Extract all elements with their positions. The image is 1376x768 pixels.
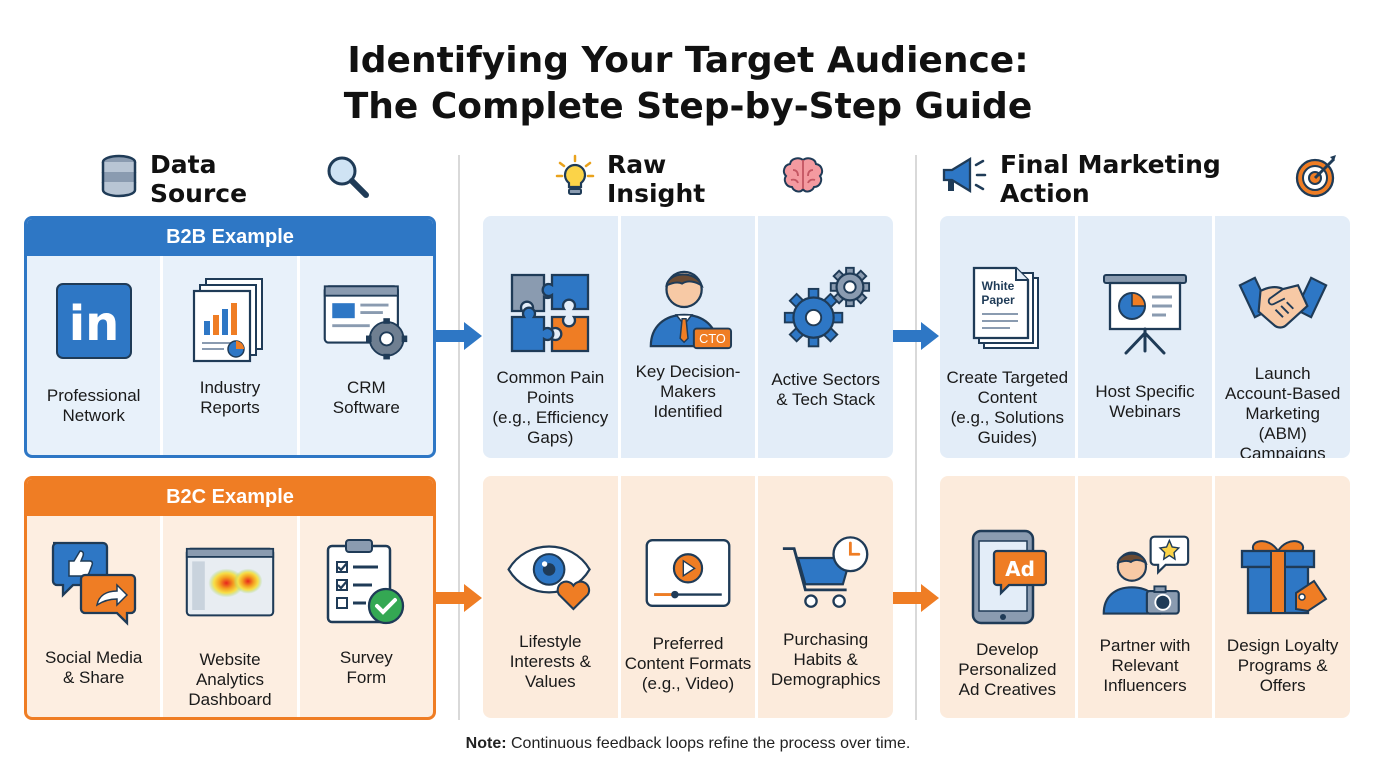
action-label: Host Specific Webinars (1095, 382, 1195, 421)
action-label: Develop Personalized Ad Creatives (958, 640, 1057, 699)
source-professional-network: in Professional Network (27, 256, 160, 455)
source-label: Survey Form (339, 648, 393, 687)
column-divider (458, 155, 460, 720)
action-label: Create Targeted Content (e.g., Solutions… (946, 368, 1069, 447)
gift-icon (1238, 532, 1328, 622)
column-header-final-action: Final Marketing Action (940, 150, 1340, 208)
database-icon (100, 154, 138, 204)
insight-active-sectors: Active Sectors & Tech Stack (755, 216, 893, 458)
insight-label: Preferred Content Formats (e.g., Video) (624, 634, 752, 693)
phone-ad-icon: Ad (962, 529, 1052, 625)
insight-label: Lifestyle Interests & Values (509, 632, 591, 691)
action-label: Partner with Relevant Influencers (1099, 636, 1191, 695)
heatmap-icon (185, 538, 275, 628)
b2c-data-source-box: B2C Example Social Media & Share (24, 476, 436, 720)
brain-icon (781, 156, 825, 202)
b2c-actions-box: Ad Develop Personalized Ad Creatives Par… (940, 476, 1350, 718)
footnote-label: Note: (465, 735, 507, 752)
video-player-icon (643, 528, 733, 618)
action-personalized-ads: Ad Develop Personalized Ad Creatives (940, 476, 1075, 718)
linkedin-icon: in (49, 276, 139, 366)
gears-icon (781, 264, 871, 354)
b2c-insights-box: Lifestyle Interests & Values Preferred C… (483, 476, 893, 718)
insight-lifestyle: Lifestyle Interests & Values (483, 476, 618, 718)
magnifier-icon (324, 153, 370, 205)
white-paper-text-line2: Paper (982, 293, 1016, 307)
target-icon (1294, 153, 1340, 205)
source-crm-software: CRM Software (296, 256, 433, 455)
cto-badge-text: CTO (699, 331, 726, 346)
action-loyalty-programs: Design Loyalty Programs & Offers (1212, 476, 1350, 718)
shopping-cart-icon (781, 528, 871, 618)
insight-label: Key Decision- Makers Identified (635, 362, 741, 421)
title-line-2: The Complete Step-by-Step Guide (343, 86, 1033, 127)
linkedin-text: in (68, 296, 119, 352)
action-partner-influencers: Partner with Relevant Influencers (1074, 476, 1213, 718)
column-label: Raw Insight (607, 150, 706, 208)
b2c-header: B2C Example (27, 479, 433, 516)
insight-content-formats: Preferred Content Formats (e.g., Video) (617, 476, 756, 718)
social-media-icon (49, 538, 139, 628)
report-icon (185, 276, 275, 366)
white-paper-icon: White Paper (962, 264, 1052, 354)
column-label: Final Marketing Action (1000, 150, 1221, 208)
column-label: Data Source (150, 150, 248, 208)
flow-arrow-orange (436, 584, 482, 612)
source-label: Industry Reports (199, 378, 261, 417)
handshake-icon (1238, 260, 1328, 350)
source-label: Website Analytics Dashboard (188, 650, 272, 709)
b2b-data-source-box: B2B Example in Professional Network (24, 216, 436, 458)
influencer-icon (1100, 532, 1190, 622)
insight-decision-makers: CTO Key Decision- Makers Identified (617, 216, 756, 458)
source-label: Professional Network (46, 386, 141, 425)
action-label: Launch Account-Based Marketing (ABM) Cam… (1225, 364, 1341, 458)
b2b-header: B2B Example (27, 219, 433, 256)
column-divider (915, 155, 917, 720)
source-social-media: Social Media & Share (27, 516, 160, 717)
insight-purchasing-habits: Purchasing Habits & Demographics (755, 476, 893, 718)
insight-pain-points: Common Pain Points (e.g., Efficiency Gap… (483, 216, 618, 458)
action-host-webinars: Host Specific Webinars (1074, 216, 1213, 458)
column-header-data-source: Data Source (100, 150, 370, 208)
flow-arrow-blue (436, 322, 482, 350)
source-label: Social Media & Share (45, 648, 143, 687)
action-targeted-content: White Paper Create Targeted Content (e.g… (940, 216, 1075, 458)
source-website-analytics: Website Analytics Dashboard (160, 516, 296, 717)
b2b-actions-box: White Paper Create Targeted Content (e.g… (940, 216, 1350, 458)
survey-clipboard-icon (321, 538, 411, 628)
decision-maker-icon: CTO (643, 264, 733, 354)
column-header-raw-insight: Raw Insight (555, 150, 825, 208)
action-launch-abm: Launch Account-Based Marketing (ABM) Cam… (1212, 216, 1350, 458)
insight-label: Active Sectors & Tech Stack (771, 370, 880, 409)
insight-label: Common Pain Points (e.g., Efficiency Gap… (492, 368, 609, 447)
lightbulb-icon (555, 154, 595, 204)
b2b-insights-box: Common Pain Points (e.g., Efficiency Gap… (483, 216, 893, 458)
megaphone-icon (940, 155, 988, 203)
source-survey-form: Survey Form (296, 516, 433, 717)
source-industry-reports: Industry Reports (160, 256, 296, 455)
title-line-1: Identifying Your Target Audience: (347, 40, 1029, 81)
eye-heart-icon (505, 528, 595, 618)
footnote-text: Continuous feedback loops refine the pro… (506, 735, 911, 752)
crm-software-icon (321, 276, 411, 366)
insight-label: Purchasing Habits & Demographics (770, 630, 881, 689)
white-paper-text-line1: White (982, 279, 1015, 293)
presentation-board-icon (1100, 268, 1190, 358)
action-label: Design Loyalty Programs & Offers (1226, 636, 1339, 695)
page-title: Identifying Your Target Audience: The Co… (0, 38, 1376, 130)
footnote: Note: Continuous feedback loops refine t… (0, 735, 1376, 753)
source-label: CRM Software (332, 378, 400, 417)
flow-arrow-orange (893, 584, 939, 612)
ad-text: Ad (1005, 557, 1035, 581)
flow-arrow-blue (893, 322, 939, 350)
puzzle-icon (505, 268, 595, 358)
